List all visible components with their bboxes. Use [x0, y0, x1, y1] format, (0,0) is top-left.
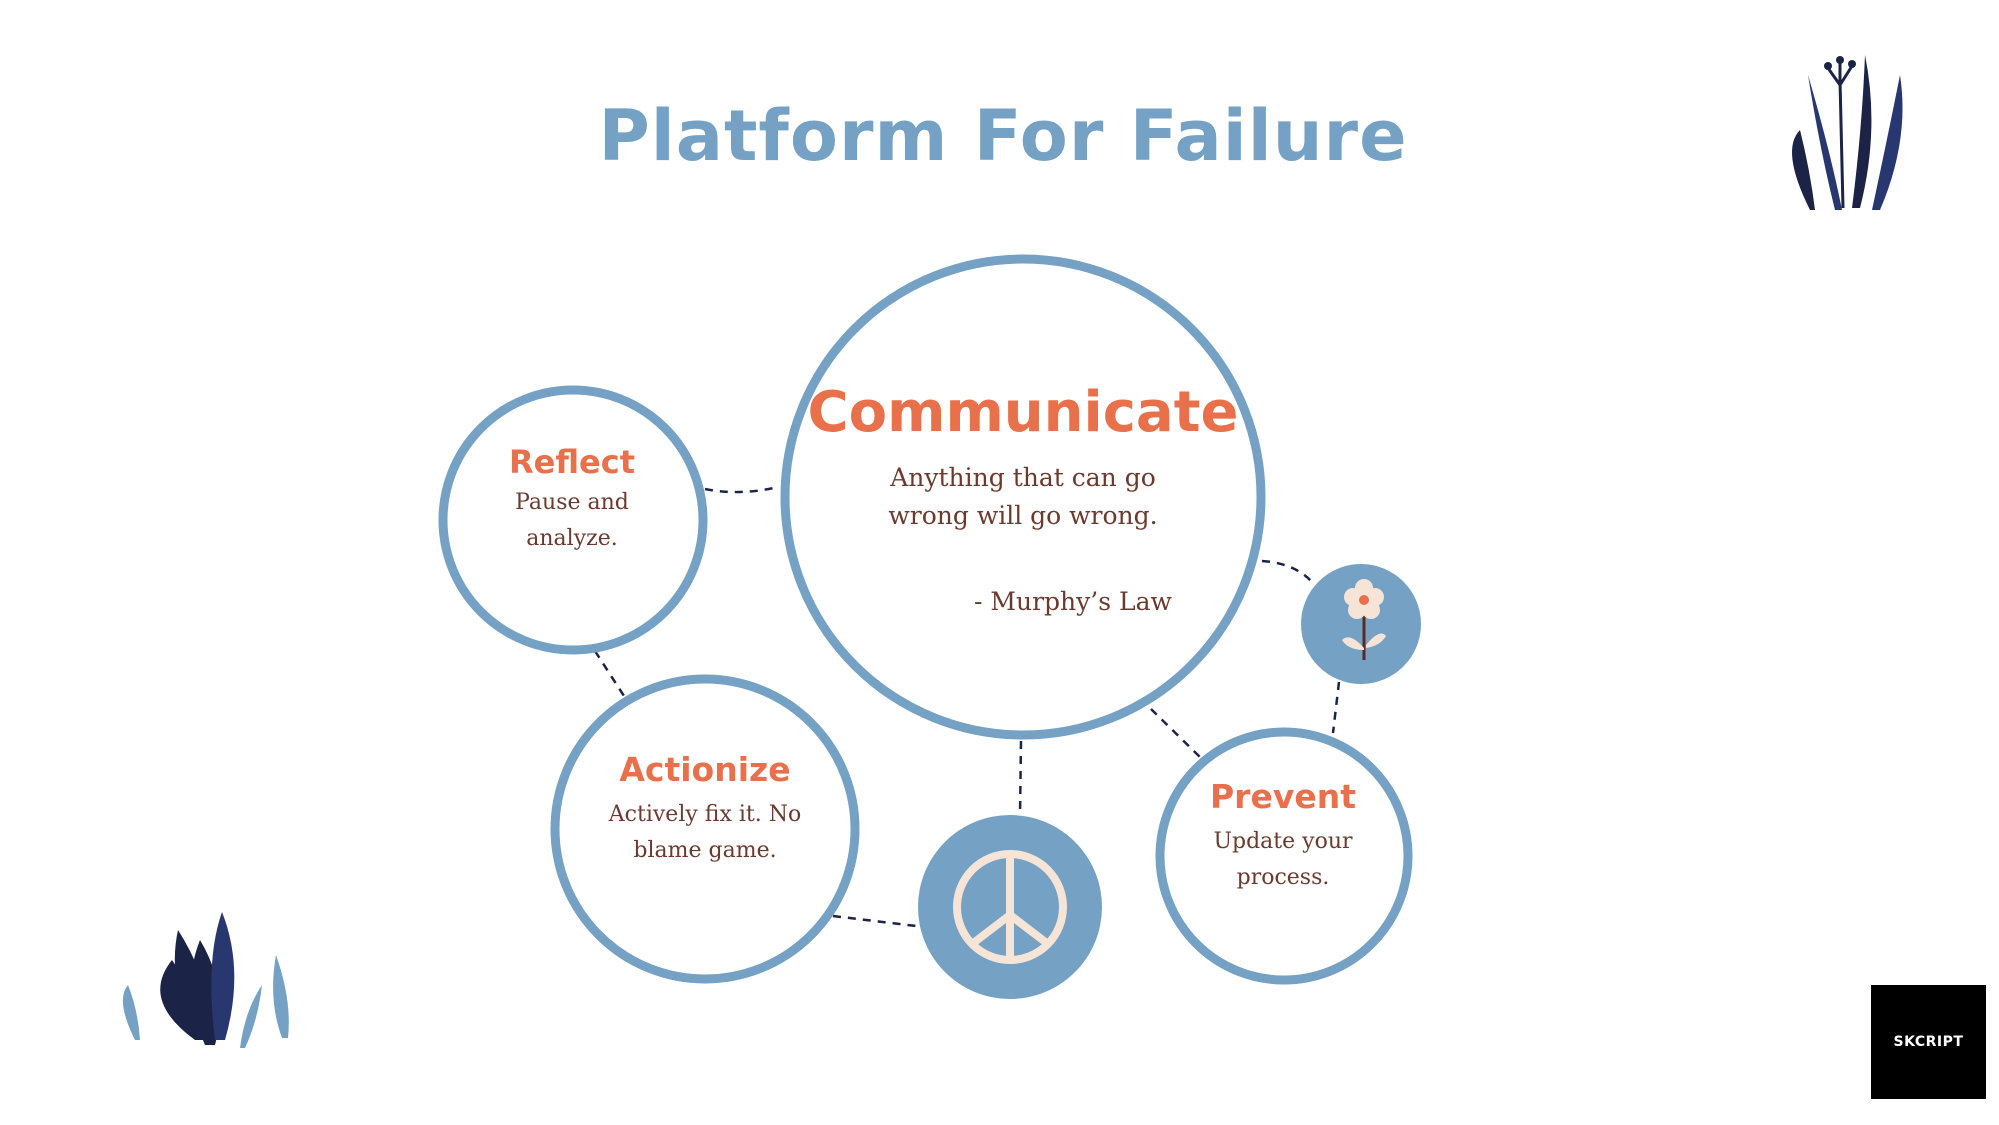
actionize-circle	[550, 674, 860, 984]
communicate-quote-line2: wrong will go wrong.	[888, 501, 1158, 530]
communicate-circle	[780, 254, 1266, 740]
communicate-attribution: - Murphy’s Law	[974, 587, 1172, 616]
connector-communicate-prevent	[1150, 708, 1203, 760]
reflect-circle	[438, 385, 708, 655]
communicate-title: Communicate	[807, 380, 1239, 445]
connector-reflect-actionize	[593, 650, 626, 697]
skcript-logo: SKCRIPT	[1871, 985, 1986, 1099]
actionize-body-line1: Actively fix it. No	[608, 802, 802, 827]
prevent-node: Prevent Update your process.	[1210, 777, 1356, 896]
prevent-title: Prevent	[1209, 777, 1357, 816]
prevent-body-line2: process.	[1236, 865, 1330, 890]
communicate-node: Communicate Anything that can go wrong w…	[808, 380, 1239, 535]
page-title: Platform For Failure	[598, 95, 1408, 177]
actionize-title: Actionize	[619, 750, 791, 789]
communicate-quote-line1: Anything that can go	[890, 463, 1156, 492]
actionize-node: Actionize Actively fix it. No blame game…	[609, 750, 801, 869]
prevent-body-line1: Update your	[1213, 829, 1353, 854]
peace-sign-icon	[918, 815, 1102, 999]
plant-decoration-top-right	[1792, 55, 1903, 210]
reflect-body-line2: analyze.	[526, 526, 618, 551]
prevent-circle	[1155, 727, 1413, 985]
connector-flower-prevent	[1331, 681, 1341, 734]
reflect-node: Reflect Pause and analyze.	[509, 443, 635, 557]
connector-communicate-flower	[1261, 559, 1314, 584]
reflect-title: Reflect	[508, 443, 636, 481]
actionize-body-line2: blame game.	[633, 838, 777, 863]
flower-icon	[1301, 564, 1421, 684]
reflect-body-line1: Pause and	[515, 490, 629, 515]
plant-decoration-bottom-left	[122, 912, 289, 1048]
connector-communicate-peace	[1018, 740, 1023, 817]
connector-actionize-peace	[832, 914, 917, 928]
connector-reflect-communicate	[704, 485, 779, 494]
